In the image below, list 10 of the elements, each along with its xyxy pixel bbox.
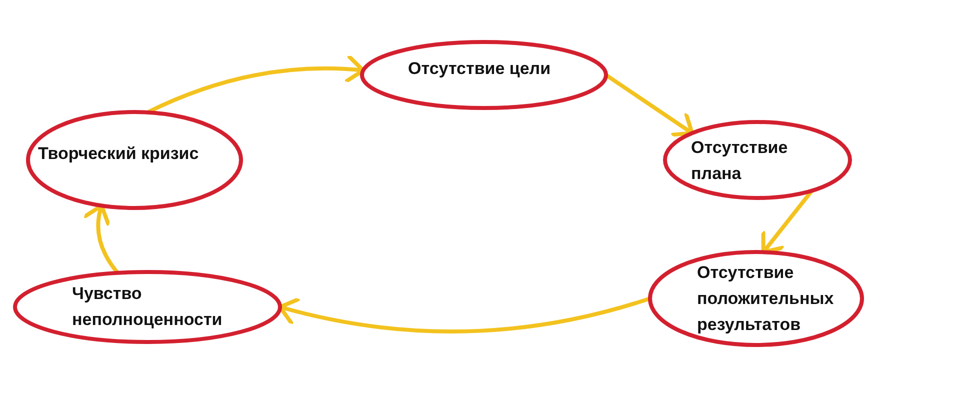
cycle-ellipse xyxy=(360,40,608,110)
node-label: Чувство неполноценности xyxy=(72,283,224,331)
node-label: Отсутствие положительных результатов xyxy=(697,262,835,336)
cycle-ellipse xyxy=(26,110,243,210)
cycle-ellipse xyxy=(13,270,282,344)
node-label: Отсутствие плана xyxy=(691,137,789,185)
cycle-ellipse xyxy=(663,120,852,200)
cycle-ellipse xyxy=(648,250,864,347)
node-label: Творческий кризис xyxy=(38,143,199,165)
node-label: Отсутствие цели xyxy=(408,58,551,80)
